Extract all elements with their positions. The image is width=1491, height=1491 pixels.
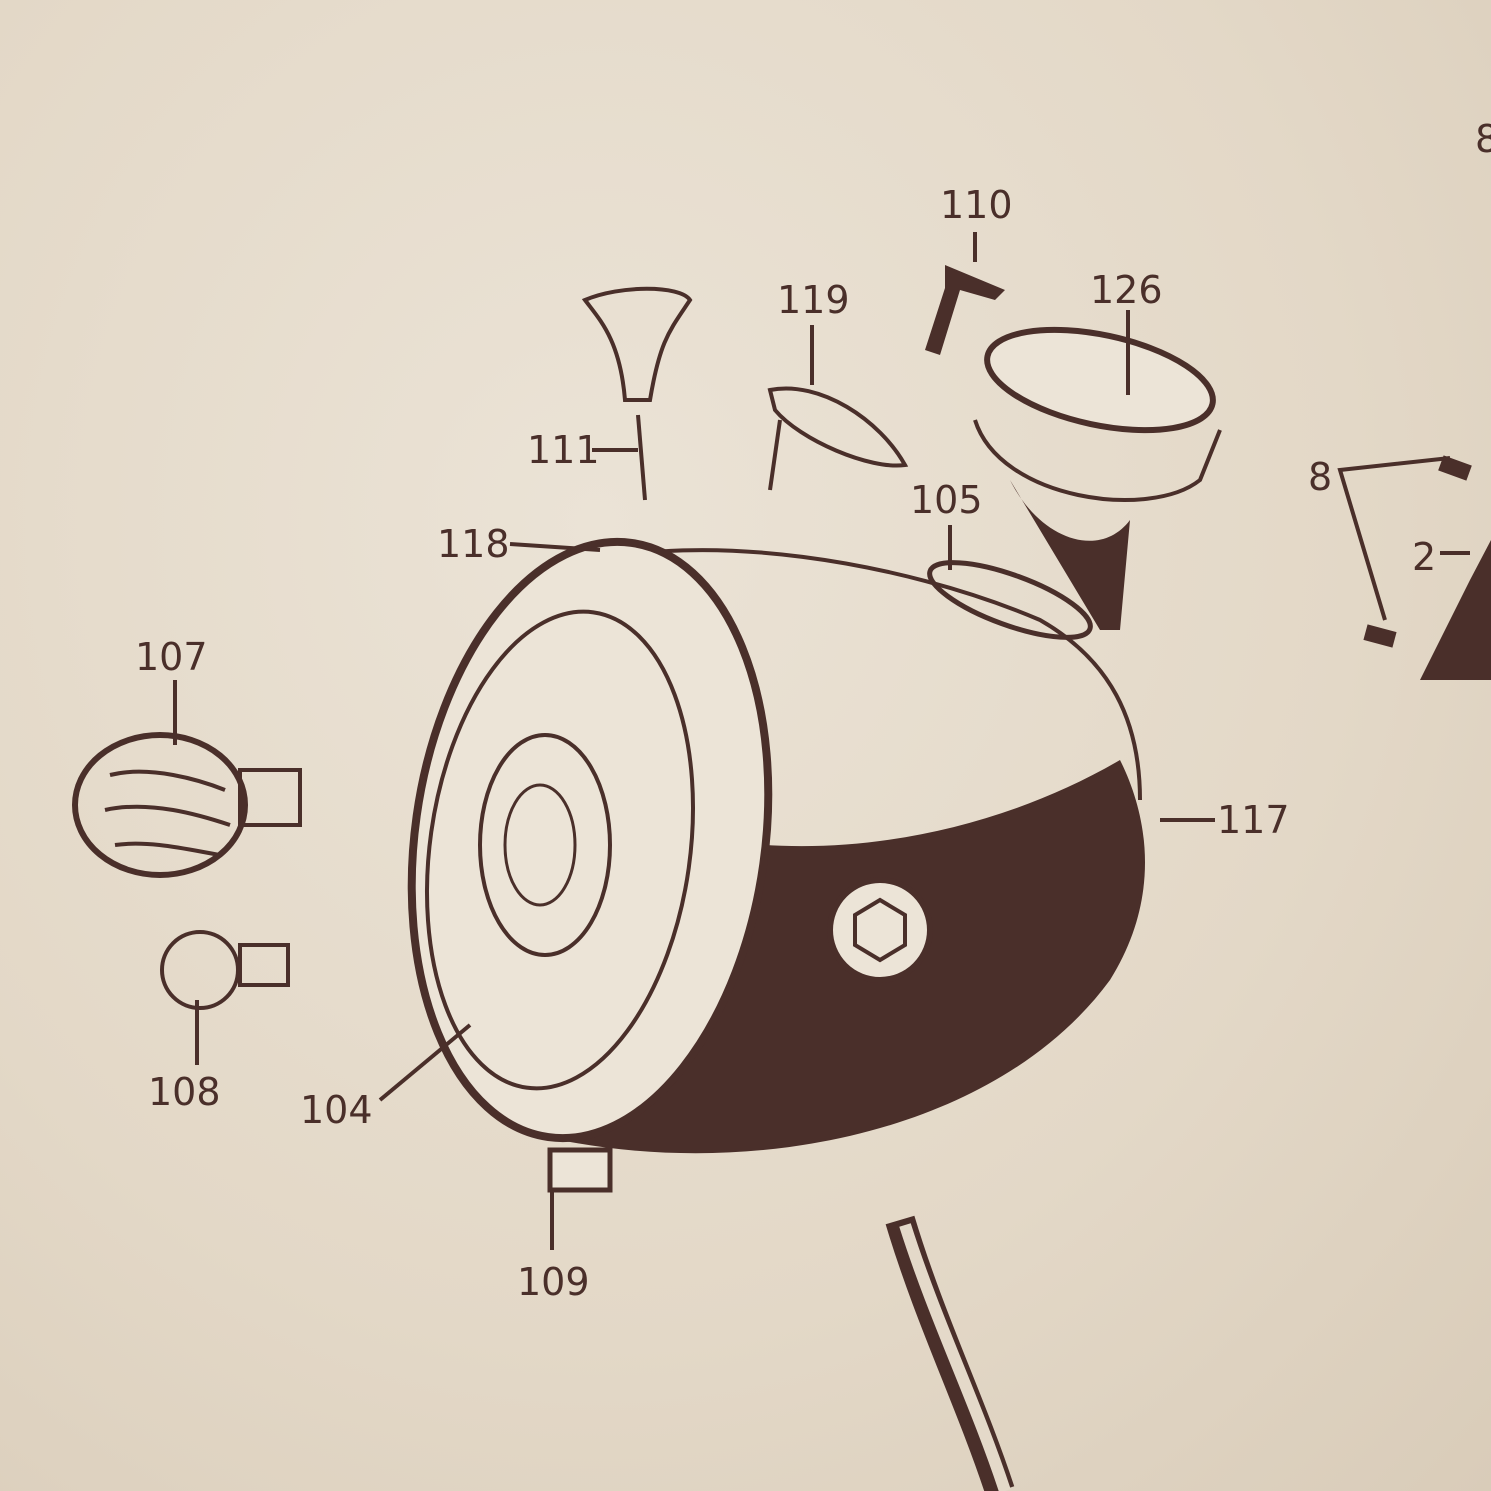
grip-2 xyxy=(1363,455,1491,680)
label-104: 104 xyxy=(300,1088,373,1132)
switch-119 xyxy=(767,386,909,491)
gasket-105 xyxy=(927,560,1093,640)
headlamp-rim-104 xyxy=(407,537,773,1143)
label-8-top: 8 xyxy=(1475,117,1491,161)
label-126: 126 xyxy=(1090,268,1163,312)
bulb-108 xyxy=(160,930,290,1010)
label-107: 107 xyxy=(135,635,208,679)
bulb-107 xyxy=(72,732,302,878)
label-118: 118 xyxy=(437,522,510,566)
label-2: 2 xyxy=(1412,535,1436,579)
plug-111 xyxy=(581,286,693,501)
label-109: 109 xyxy=(517,1260,590,1304)
label-8: 8 xyxy=(1308,455,1332,499)
label-110: 110 xyxy=(940,183,1013,227)
speedometer-126 xyxy=(973,326,1222,630)
cable xyxy=(885,1215,1015,1491)
label-105: 105 xyxy=(910,478,983,522)
leader-lines xyxy=(173,232,1470,1250)
label-108: 108 xyxy=(148,1070,221,1114)
nut-109 xyxy=(547,1147,613,1193)
label-117: 117 xyxy=(1217,798,1290,842)
label-111: 111 xyxy=(527,428,600,472)
label-119: 119 xyxy=(777,278,850,322)
adjuster-bolt xyxy=(827,877,933,983)
screw-110 xyxy=(925,265,1005,355)
